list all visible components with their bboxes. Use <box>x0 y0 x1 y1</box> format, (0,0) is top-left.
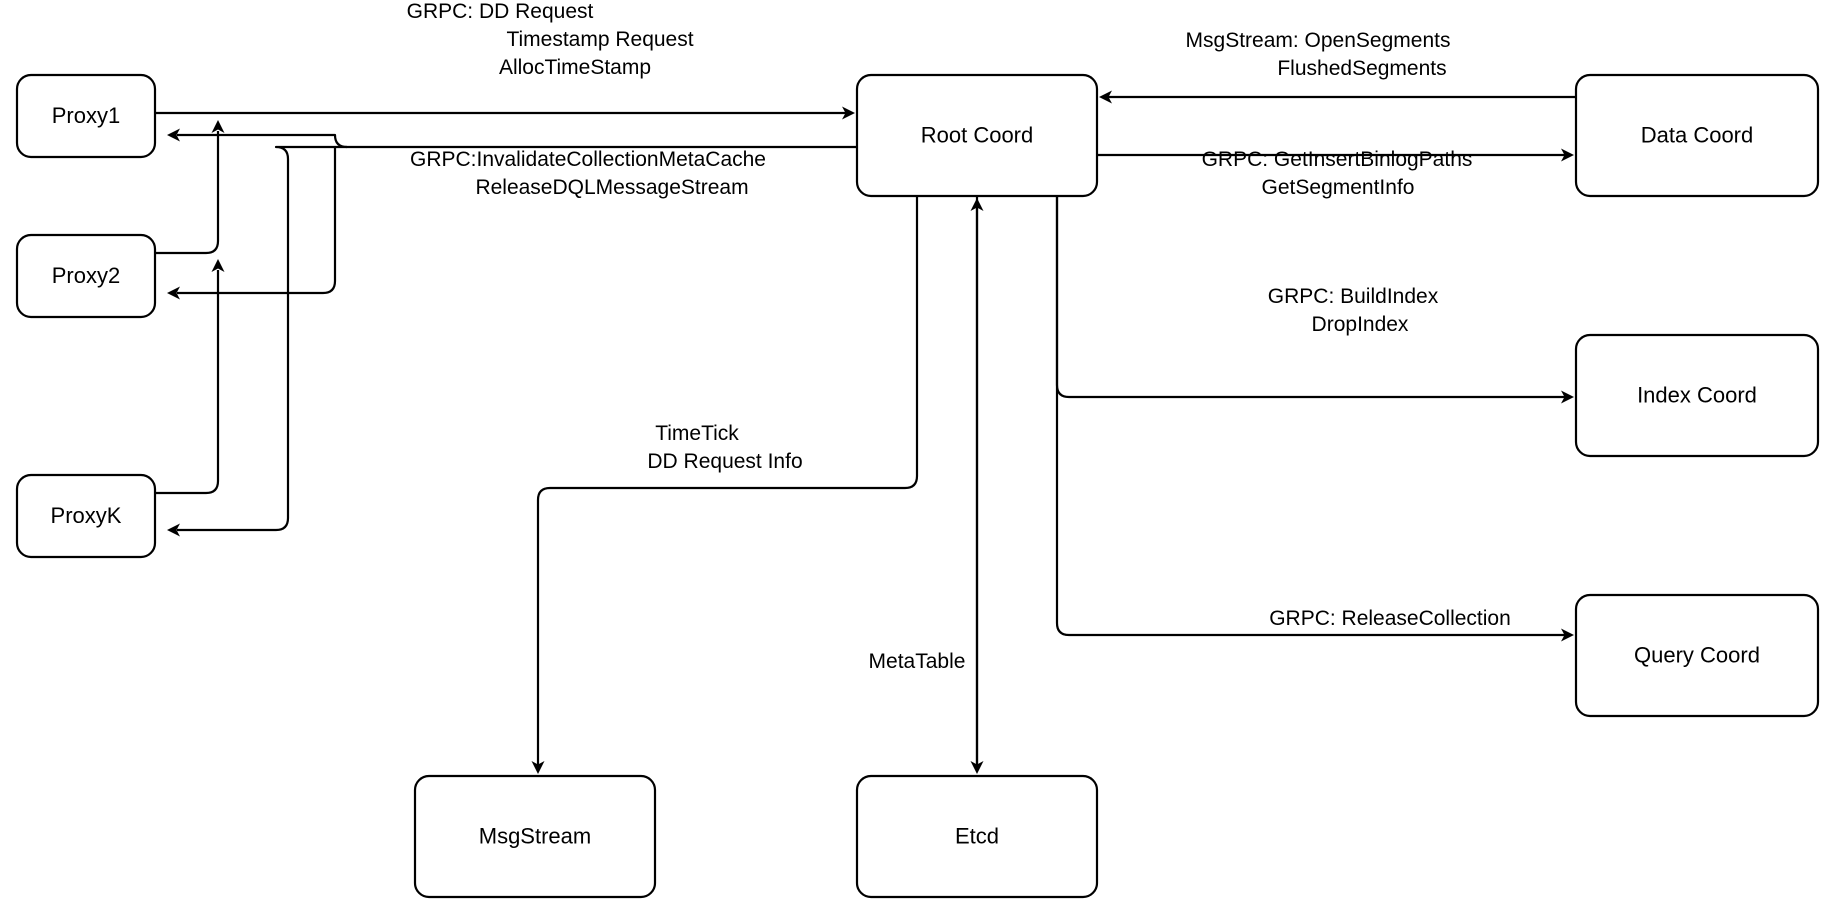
node-box[interactable] <box>1574 73 1820 198</box>
node-proxyk[interactable]: ProxyK <box>15 473 157 559</box>
edge-label-line: GRPC: GetInsertBinlogPaths <box>1202 148 1473 171</box>
edge-label-line: MetaTable <box>869 650 966 673</box>
edge-line <box>177 145 347 532</box>
edge-label-line: GRPC:InvalidateCollectionMetaCache <box>410 148 766 171</box>
edge-label-line: DD Request Info <box>647 450 802 473</box>
node-label: Root Coord <box>921 122 1034 147</box>
edge-proxyk-join-bus <box>155 259 225 495</box>
arrowhead <box>1099 90 1112 104</box>
node-label: MsgStream <box>479 823 591 848</box>
edge-label-line: GetSegmentInfo <box>1262 176 1415 199</box>
arrowhead <box>211 120 225 133</box>
node-proxy1[interactable]: Proxy1 <box>15 73 157 159</box>
arrowhead <box>1561 390 1574 404</box>
node-label: Query Coord <box>1634 642 1760 667</box>
node-label: ProxyK <box>51 503 122 528</box>
edge-label-line: GRPC: DD Request <box>407 0 594 23</box>
arrowhead <box>970 761 984 774</box>
edge-rootcoord-to-proxyk <box>167 145 347 537</box>
edge-proxy-to-rootcoord <box>155 106 855 120</box>
node-proxy2[interactable]: Proxy2 <box>15 233 157 319</box>
edge-rootcoord-to-etcd <box>970 196 984 774</box>
label-rootcoord-to-msgstream: TimeTick DD Request Info <box>647 422 802 473</box>
node-box[interactable] <box>855 73 1099 198</box>
edge-rootcoord-to-querycoord <box>1055 196 1574 642</box>
node-label: Index Coord <box>1637 382 1757 407</box>
edge-rootcoord-to-datacoord <box>1097 148 1574 162</box>
edge-line <box>536 196 919 766</box>
node-datacoord[interactable]: Data Coord <box>1574 73 1820 198</box>
node-etcd[interactable]: Etcd <box>855 774 1099 899</box>
arrowhead <box>167 523 180 537</box>
edge-label-line: GRPC: ReleaseCollection <box>1269 607 1511 630</box>
edge-rootcoord-to-proxy1 <box>167 128 857 149</box>
node-box[interactable] <box>1574 333 1820 458</box>
node-indexcoord[interactable]: Index Coord <box>1574 333 1820 458</box>
label-rootcoord-etcd: MetaTable <box>869 650 966 673</box>
arrowhead <box>167 128 180 142</box>
edge-label-line: MsgStream: OpenSegments <box>1186 29 1451 52</box>
node-box[interactable] <box>15 233 157 319</box>
node-box[interactable] <box>15 73 157 159</box>
edge-label-line: DropIndex <box>1312 313 1409 336</box>
edge-rootcoord-to-proxy2 <box>167 147 337 300</box>
node-label: Etcd <box>955 823 999 848</box>
arrowhead <box>531 761 545 774</box>
edge-line <box>177 133 857 149</box>
edge-label-line: ReleaseDQLMessageStream <box>475 176 748 199</box>
edge-label-line: AllocTimeStamp <box>499 56 651 79</box>
edge-label-line: Timestamp Request <box>506 28 693 51</box>
node-label: Data Coord <box>1641 122 1754 147</box>
edge-line <box>1055 196 1566 637</box>
edge-datacoord-to-rootcoord <box>1099 90 1576 104</box>
edge-rootcoord-to-msgstream <box>531 196 919 774</box>
node-box[interactable] <box>15 473 157 559</box>
edge-label-line: GRPC: BuildIndex <box>1268 285 1439 308</box>
label-rootcoord-to-querycoord: GRPC: ReleaseCollection <box>1269 607 1511 630</box>
edge-line <box>177 147 337 295</box>
edge-label-line: FlushedSegments <box>1277 57 1446 80</box>
edge-label-line: TimeTick <box>655 422 739 445</box>
node-label: Proxy1 <box>52 103 120 128</box>
edge-line <box>155 270 220 495</box>
node-label: Proxy2 <box>52 263 120 288</box>
node-msgstream[interactable]: MsgStream <box>413 774 657 899</box>
node-rootcoord[interactable]: Root Coord <box>855 73 1099 198</box>
arrowhead <box>211 259 225 272</box>
node-querycoord[interactable]: Query Coord <box>1574 593 1820 718</box>
node-box[interactable] <box>413 774 657 899</box>
arrowhead <box>1561 148 1574 162</box>
label-rootcoord-to-proxy: GRPC:InvalidateCollectionMetaCacheReleas… <box>410 148 766 199</box>
node-box[interactable] <box>1574 593 1820 718</box>
arrowhead <box>842 106 855 120</box>
arrowhead <box>167 286 180 300</box>
edge-proxy2-join-bus <box>155 120 225 255</box>
arrowhead <box>1561 628 1574 642</box>
node-box[interactable] <box>855 774 1099 899</box>
edges-layer <box>155 90 1576 774</box>
edge-line <box>155 131 220 255</box>
